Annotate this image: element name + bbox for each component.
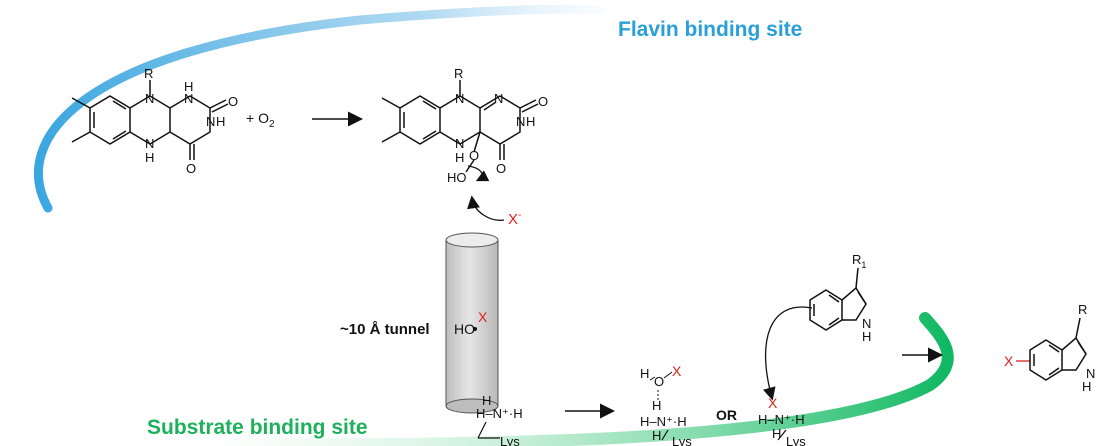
electrophilic-attack-arrow: [762, 306, 813, 401]
indole-r1: R1: [852, 252, 866, 270]
atom-label: N: [145, 136, 154, 151]
product-r-label: R: [1078, 302, 1087, 317]
indole-nh: N: [862, 316, 871, 331]
product-r-label: R: [454, 66, 463, 81]
chloramine-x: X: [768, 395, 778, 411]
atom-label: HO: [447, 170, 467, 185]
halo-indole-product: [1029, 317, 1087, 381]
halide-attack-arrow: [467, 195, 505, 221]
hox-ho: HO: [454, 321, 475, 337]
atom-label: H: [526, 114, 535, 129]
atom-label: N: [494, 91, 503, 106]
lys-ammonium-text: H–N⁺·H: [476, 406, 523, 421]
indole-h: H: [862, 329, 871, 344]
lys-h-top: H: [482, 393, 491, 408]
bond: [777, 429, 787, 441]
hox-complex-nh: H–N⁺·H: [640, 414, 687, 429]
chloramine-h: H: [772, 426, 781, 441]
lys-label: Lys: [786, 434, 806, 446]
lys-label: Lys: [500, 434, 520, 446]
atom-label: O: [186, 161, 196, 176]
hox-complex-h2: H: [652, 398, 661, 413]
chloramine-nh: H–N⁺·H: [758, 412, 805, 427]
flavin-reactant: [71, 80, 229, 160]
lone-pair-dot: [473, 327, 477, 331]
flavin-hydroperoxide: [381, 80, 539, 173]
atom-label: H: [184, 79, 193, 94]
flavin-site-arc: [34, 4, 605, 213]
hox-complex-x: X: [672, 363, 682, 379]
atom-label: N: [516, 114, 525, 129]
product-x: X: [1004, 353, 1014, 369]
or-label: OR: [716, 407, 737, 423]
product-n: N: [1086, 366, 1095, 381]
atom-label: N: [455, 91, 464, 106]
halide-ion: X-: [508, 210, 521, 228]
atom-label: N: [184, 91, 193, 106]
atom-label: O: [228, 94, 238, 109]
hox-complex-h3: H: [652, 428, 661, 443]
lys-label: Lys: [672, 434, 692, 446]
flavin-binding-site-title: Flavin binding site: [618, 18, 803, 41]
bond: [663, 371, 673, 379]
atom-label: O: [469, 148, 479, 163]
atom-label: O: [496, 161, 506, 176]
substrate-site-arc: [224, 312, 954, 446]
flavin-r-label: R: [144, 66, 153, 81]
atom-label: H: [216, 114, 225, 129]
atom-label: N: [206, 114, 215, 129]
atom-label: H: [455, 150, 464, 165]
hox-x: X: [478, 309, 488, 325]
hox-complex-o: O: [654, 374, 664, 389]
tunnel-label: ~10 Å tunnel: [340, 321, 430, 338]
hox-complex-h: H: [640, 366, 649, 381]
bond: [661, 429, 669, 441]
substrate-binding-site-title: Substrate binding site: [147, 416, 368, 439]
indole-substrate: [809, 267, 867, 331]
electron-push-arrow: [467, 165, 490, 182]
atom-label: H: [145, 150, 154, 165]
atom-label: N: [455, 136, 464, 151]
lysine-ammonium: [477, 421, 500, 439]
product-h: H: [1082, 379, 1091, 394]
bond: [649, 376, 656, 381]
atom-label: O: [538, 94, 548, 109]
tunnel-cylinder: [445, 232, 499, 414]
atom-label: N: [145, 91, 154, 106]
plus-o2: + O2: [246, 110, 275, 130]
